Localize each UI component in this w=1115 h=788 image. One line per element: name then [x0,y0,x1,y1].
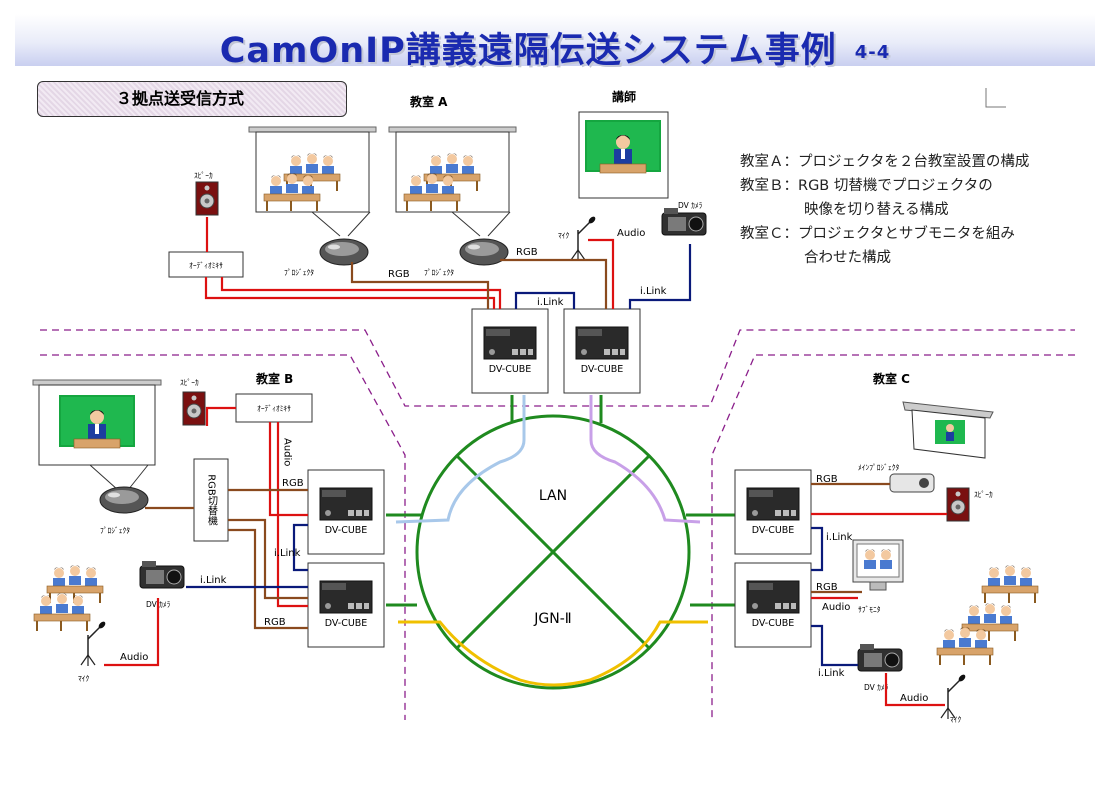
title-main: CamOnIP講義遠隔伝送システム事例 [219,31,837,71]
dv-cube-label: DV-CUBE [581,364,624,375]
rgb-label: RGB [516,247,538,258]
speaker-label: ｽﾋﾟｰｶ [974,490,993,499]
network-ring [386,395,735,690]
corner-mark [985,88,1006,108]
audio-label: Audio [900,693,928,704]
sub-monitor-label: ｻﾌﾞﾓﾆﾀ [858,605,881,614]
ilink-label: i.Link [818,668,845,679]
section-label: ３拠点送受信方式 [37,81,347,117]
site-c-label: 教室 C [872,371,910,386]
mixer-label: ｵｰﾃﾞｨｵﾐｷｻ [189,261,223,270]
page-title: CamOnIP講義遠隔伝送システム事例 4-4 [15,22,1095,73]
jgn-label: JGN-Ⅱ [533,611,571,627]
main-projector-label: ﾒｲﾝﾌﾟﾛｼﾞｪｸﾀ [858,463,899,472]
site-boundaries [40,329,1075,720]
slide-number: 4-4 [854,41,891,63]
ilink-label: i.Link [200,575,227,586]
audio-label: Audio [617,228,645,239]
dv-cube-label: DV-CUBE [489,364,532,375]
lan-label: LAN [539,488,567,504]
dv-camera-label: DV ｶﾒﾗ [678,201,703,210]
dv-cube-label: DV-CUBE [325,618,368,629]
note-line: 教室Ｂ：RGB 切替機でプロジェクタの [740,178,993,194]
ilink-label: i.Link [826,532,853,543]
site-a: 教室 A ﾌﾟﾛｼﾞｪｸﾀ ﾌﾟﾛｼﾞｪｸﾀ ｽﾋﾟｰｶ ｵｰﾃﾞｨｵﾐｷｻ 講… [168,89,707,394]
dv-camera-label: DV ｶﾒﾗ [864,683,889,692]
dv-cube-label: DV-CUBE [752,525,795,536]
projector-label: ﾌﾟﾛｼﾞｪｸﾀ [284,268,314,277]
note-line: 教室Ａ：プロジェクタを２台教室設置の構成 [740,154,1030,170]
rgb-switcher-label: RGB切替機 [206,474,218,526]
ilink-label: i.Link [274,548,301,559]
rgb-label: RGB [282,478,304,489]
note-line: 教室Ｃ：プロジェクタとサブモニタを組み [740,226,1015,242]
note-line: 合わせた構成 [804,250,891,266]
mixer-label: ｵｰﾃﾞｨｵﾐｷｻ [257,404,291,413]
rgb-label: RGB [264,617,286,628]
site-a-label: 教室 A [409,94,448,109]
speaker-label: ｽﾋﾟｰｶ [180,378,199,387]
config-notes: 教室Ａ：プロジェクタを２台教室設置の構成 教室Ｂ：RGB 切替機でプロジェクタの… [740,150,1080,270]
audio-label: Audio [282,438,293,466]
lecturer-label: 講師 [612,89,636,104]
rgb-label: RGB [816,582,838,593]
rgb-label: RGB [388,269,410,280]
projector-label: ﾌﾟﾛｼﾞｪｸﾀ [424,268,454,277]
ilink-label: i.Link [640,286,667,297]
rgb-label: RGB [816,474,838,485]
dv-cube-label: DV-CUBE [752,618,795,629]
speaker-label: ｽﾋﾟｰｶ [194,171,213,180]
mic-label: ﾏｲｸ [558,231,569,240]
dv-cube-label: DV-CUBE [325,525,368,536]
audio-label: Audio [822,602,850,613]
site-b: 教室 B ﾌﾟﾛｼﾞｪｸﾀ ｽﾋﾟｰｶ ｵｰﾃﾞｨｵﾐｷｻ RGB切替機 DV … [32,371,385,683]
lan-paths [395,395,708,687]
ilink-label: i.Link [537,297,564,308]
mic-label: ﾏｲｸ [78,674,89,683]
site-b-label: 教室 B [255,371,293,386]
note-line: 映像を切り替える構成 [804,202,949,218]
projector-label: ﾌﾟﾛｼﾞｪｸﾀ [100,526,130,535]
mic-label: ﾏｲｸ [950,715,961,724]
site-c: 教室 C ﾒｲﾝﾌﾟﾛｼﾞｪｸﾀ ｽﾋﾟｰｶ ｻﾌﾞﾓﾆﾀ DV ｶﾒﾗ ﾏｲｸ… [734,371,1038,724]
audio-label: Audio [120,652,148,663]
title-bar: CamOnIP講義遠隔伝送システム事例 4-4 [15,14,1095,71]
